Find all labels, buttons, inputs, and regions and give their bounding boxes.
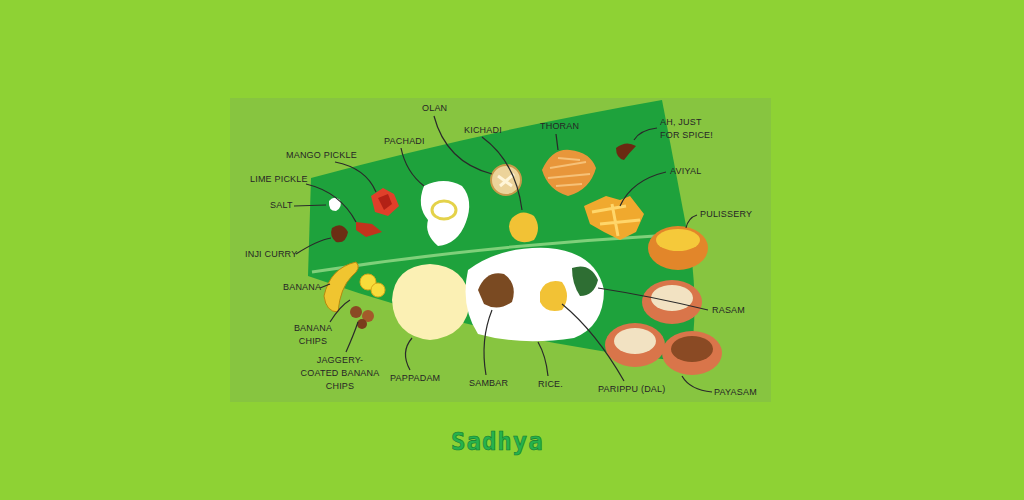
payasam-bowl	[605, 323, 665, 367]
food-label: AH, JUST FOR SPICE!	[660, 116, 716, 142]
leader-line	[330, 300, 350, 322]
food-label: KICHADI	[464, 124, 502, 137]
food-label: BANANA CHIPS	[292, 322, 334, 348]
thoran	[542, 150, 596, 196]
panel	[230, 98, 771, 402]
pachadi	[432, 201, 456, 219]
food-label: SALT	[270, 199, 293, 212]
food-label: AVIYAL	[670, 165, 701, 178]
olan	[491, 165, 521, 195]
food-label: PULISSERY	[700, 208, 752, 221]
pulissery-bowl	[648, 226, 708, 270]
jaggery-chips	[357, 319, 367, 329]
food-label: PARIPPU (DAL)	[598, 383, 665, 396]
lime-pickle	[356, 222, 382, 237]
rasam	[651, 285, 693, 311]
leader-line	[538, 342, 548, 376]
leader-line	[634, 128, 657, 140]
food-label: RASAM	[712, 304, 745, 317]
pachadi	[421, 181, 469, 246]
inji-curry	[331, 225, 348, 242]
leader-line	[598, 288, 708, 310]
kichadi	[509, 212, 538, 242]
food-label: BANANA	[283, 281, 321, 294]
leader-line	[296, 238, 331, 254]
leader-line	[405, 338, 412, 370]
food-label: INJI CURRY	[245, 248, 297, 261]
food-label: RICE.	[538, 378, 563, 391]
banana	[324, 262, 358, 312]
pappadam	[392, 264, 470, 340]
leader-line	[484, 310, 492, 375]
leader-line	[401, 148, 424, 186]
leader-line	[620, 172, 666, 206]
parippu	[540, 281, 567, 311]
leader-line	[482, 137, 522, 210]
leader-line	[306, 184, 356, 222]
food-label: SAMBAR	[469, 377, 508, 390]
aviyal	[592, 204, 640, 236]
leader-line	[562, 304, 624, 381]
food-label: PAYASAM	[714, 386, 757, 399]
jaggery-chips	[350, 306, 362, 318]
banana-leaf	[308, 100, 695, 362]
diagram-title: Sadhya	[451, 428, 544, 456]
food-label: JAGGERY-COATED BANANA CHIPS	[300, 354, 380, 393]
payasam	[671, 336, 713, 362]
food-label: PAPPADAM	[390, 372, 440, 385]
leader-line	[346, 322, 358, 352]
leader-line	[335, 162, 376, 192]
payasam-bowl	[662, 331, 722, 375]
pulissery	[656, 229, 700, 251]
mango-pickle	[371, 188, 399, 216]
sambar	[478, 273, 514, 307]
aviyal	[584, 196, 644, 240]
food-label: MANGO PICKLE	[286, 149, 357, 162]
food-label: PACHADI	[384, 135, 425, 148]
food-label: LIME PICKLE	[250, 173, 308, 186]
leader-line	[556, 134, 558, 150]
food-label: THORAN	[540, 120, 579, 133]
leader-line	[320, 284, 330, 288]
ghee	[572, 267, 598, 297]
mango-pickle	[378, 194, 392, 210]
food-label: OLAN	[422, 102, 447, 115]
leader-line	[686, 215, 697, 228]
payasam	[614, 328, 656, 354]
thoran	[548, 158, 590, 186]
leader-line	[294, 205, 326, 206]
chilli	[616, 143, 636, 160]
banana-chips	[371, 283, 385, 297]
leader-line	[434, 116, 492, 174]
leader-line	[682, 376, 712, 392]
olan	[498, 174, 514, 186]
